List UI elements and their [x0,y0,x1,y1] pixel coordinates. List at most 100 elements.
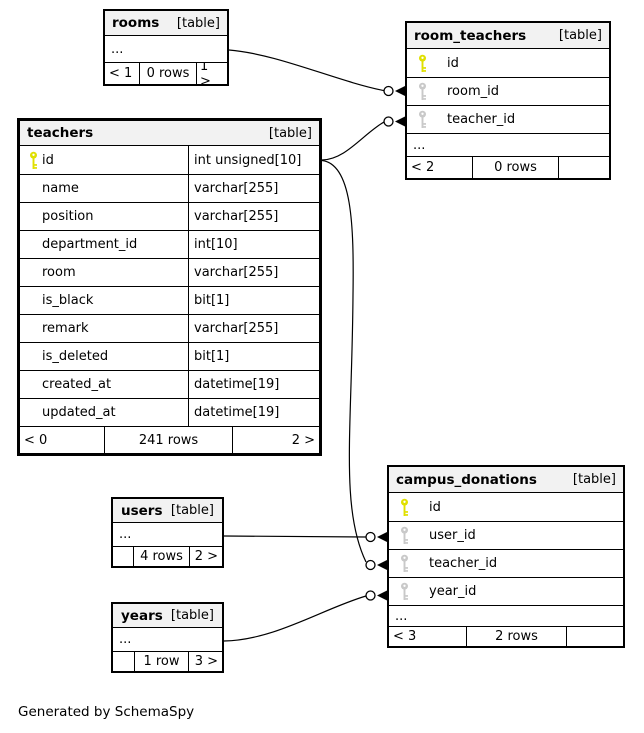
column-row-remark: remark varchar[255] [20,314,319,342]
column-row-teacher_id: teacher_id [389,549,623,577]
column-type: varchar[255] [188,175,319,202]
column-name: teacher_id [447,112,516,127]
column-name: name [42,181,79,196]
footer-rows-count: 1 row [134,652,188,671]
foreign-key-cell [407,82,447,101]
footer-rows-count: 0 rows [139,63,196,84]
footer-parents-count: < 0 [24,432,48,448]
relationship-line [223,535,367,538]
primary-key-icon [30,151,37,169]
footer-parents-count: < 2 [411,160,435,175]
hidden-columns-row: ... [113,523,222,546]
footer-rows-count: 2 rows [466,627,566,646]
primary-key-cell [389,498,429,517]
table-name[interactable]: teachers [27,125,94,141]
primary-key-cell [407,54,447,73]
relationship-years-to-campus_donations-year_id [223,590,388,642]
footer-rows-count: 0 rows [472,157,558,178]
table-name[interactable]: years [121,607,163,624]
table-footer: < 2 0 rows [407,156,609,178]
column-name: created_at [42,377,112,392]
foreign-key-icon [401,554,408,572]
crowfoot-circle-marker [383,116,394,127]
table-name[interactable]: rooms [112,15,160,31]
crowfoot-circle-marker [365,559,376,571]
column-name: position [42,209,94,224]
table-header: rooms[table] [105,11,227,36]
table-header: years[table] [113,604,222,628]
column-row-is_deleted: is_deleted bit[1] [20,342,319,370]
foreign-key-icon [419,110,426,128]
table-type-tag: [table] [170,503,214,518]
footer-parents-count: < 3 [393,629,417,644]
table-name[interactable]: room_teachers [414,27,527,44]
hidden-columns-row: ... [113,628,222,651]
hidden-columns-row: ... [407,133,609,156]
column-type: int unsigned[10] [188,146,319,174]
crowfoot-circle-marker [365,590,376,601]
table-type-tag: [table] [268,125,312,141]
foreign-key-icon [401,582,408,600]
table-type-tag: [table] [572,472,616,487]
relationship-rooms-to-room_teachers-room_id [228,49,406,97]
footer-rows-count: 4 rows [133,547,189,566]
table-header: campus_donations [table] [389,467,623,493]
footer-children-count: 2 > [232,427,319,453]
foreign-key-cell [407,110,447,129]
column-name: updated_at [42,405,116,420]
column-type: int[10] [188,231,319,258]
column-name: remark [42,321,89,336]
crowfoot-circle-marker [365,531,376,543]
column-row-id: id [389,493,623,521]
column-name: department_id [42,237,138,252]
footer-children-count: 3 > [188,652,222,671]
column-type: bit[1] [188,343,319,370]
column-type: varchar[255] [188,203,319,230]
hidden-columns-row: ... [105,36,227,62]
footer-children-count: 1 > [196,63,227,84]
relationship-teachers-id-to-room_teachers-teacher_id [321,116,406,161]
table-room-teachers[interactable]: room_teachers[table]id room_id teacher_id.… [405,21,611,180]
footer-children-count [566,627,623,646]
column-name: is_black [42,293,94,308]
table-name[interactable]: users [121,502,163,519]
column-name: id [447,55,459,71]
crowfoot-circle-marker [383,85,394,97]
footer-parents-count: < 1 [109,66,133,81]
column-name: user_id [429,528,476,543]
table-header: teachers [table] [20,121,319,146]
foreign-key-cell [389,554,429,573]
footer-children-count [558,157,609,178]
footer-children-count: 2 > [189,547,222,566]
table-header: users [table] [113,499,222,523]
column-row-room_id: room_id [407,77,609,105]
column-type: varchar[255] [188,315,319,342]
table-header: room_teachers[table] [407,23,609,49]
column-name: teacher_id [429,556,498,571]
column-row-year_id: year_id [389,577,623,605]
table-name[interactable]: campus_donations [396,471,537,488]
column-name: id [429,499,441,515]
relationship-line [228,49,385,92]
column-type: datetime[19] [188,399,319,426]
footer-rows-count: 241 rows [104,427,232,453]
primary-key-icon [401,498,408,516]
table-campus-donations[interactable]: campus_donations [table] id user_id teacher_… [387,465,625,648]
column-name: is_deleted [42,349,109,364]
relationship-users-to-campus_donations-user_id [223,531,388,543]
relationship-line [321,159,367,563]
column-row-id: id [407,49,609,77]
column-row-user_id: user_id [389,521,623,549]
column-name: year_id [429,584,477,599]
column-name: room_id [447,84,499,99]
